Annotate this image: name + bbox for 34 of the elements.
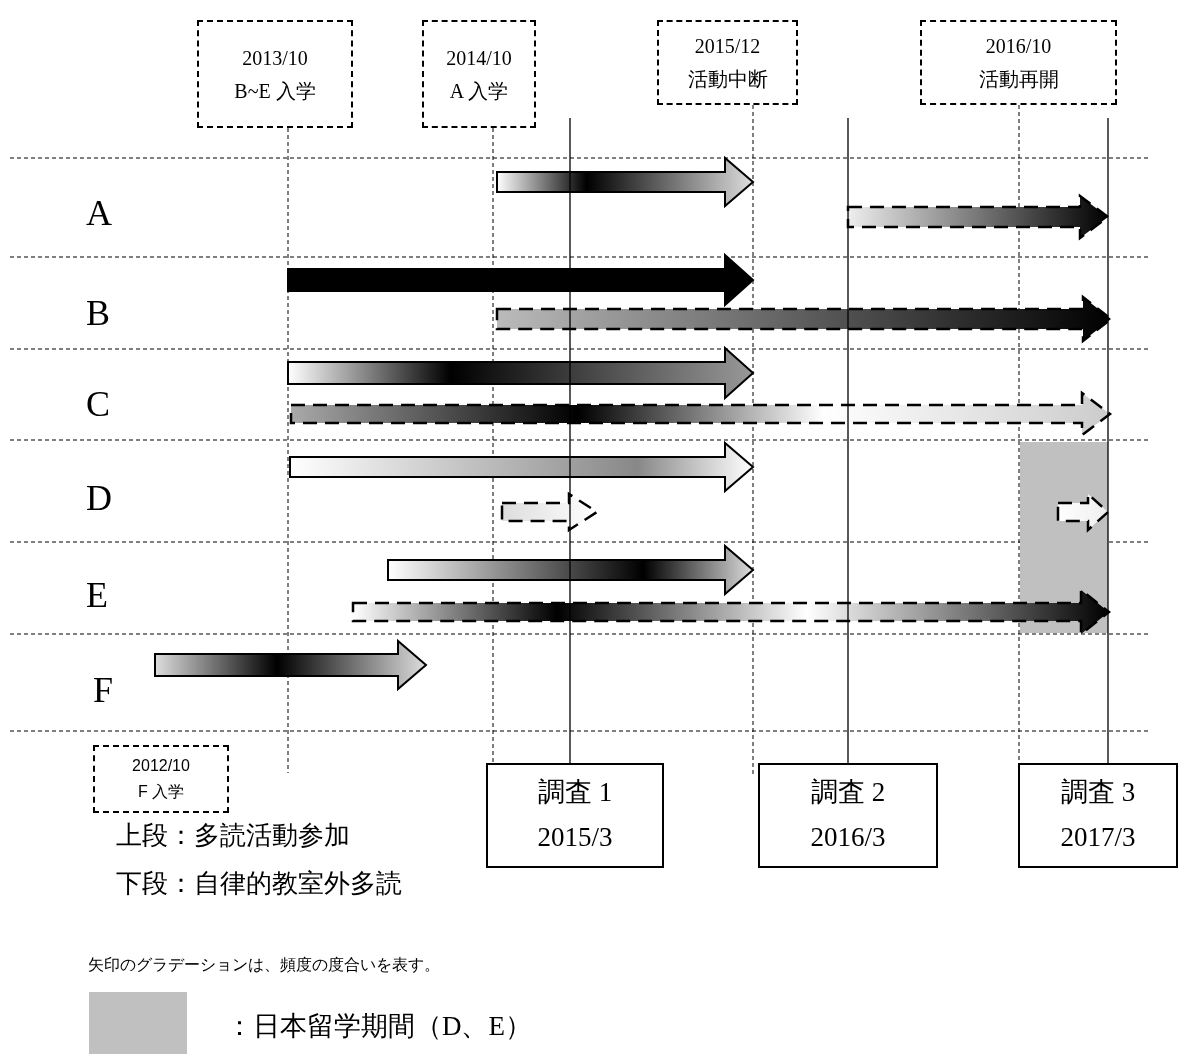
note-text: 上段：多読活動参加 (116, 820, 350, 852)
survey-title: 調査 3 (1060, 778, 1136, 809)
event-text: B~E 入学 (234, 79, 316, 102)
row-label: E (86, 574, 108, 616)
survey-date: 2017/3 (1060, 822, 1136, 853)
note-text: 下段：自律的教室外多読 (116, 868, 402, 900)
date-text: 2014/10 (446, 46, 512, 69)
row-label: D (86, 477, 112, 519)
legend-text: ：日本留学期間（D、E） (226, 1010, 532, 1043)
date-box (422, 20, 536, 128)
survey-date: 2015/3 (537, 822, 613, 853)
date-text: 2012/10 (132, 757, 190, 775)
event-text: F 入学 (137, 783, 185, 801)
date-box (920, 20, 1117, 105)
date-box (93, 745, 229, 813)
event-text: A 入学 (449, 79, 509, 102)
row-label: F (93, 669, 114, 711)
row-label: A (86, 192, 112, 234)
date-text: 2015/12 (694, 35, 761, 57)
survey-date: 2016/3 (810, 822, 886, 853)
date-box (197, 20, 353, 128)
row-label: B (86, 292, 110, 334)
survey-title: 調査 2 (810, 778, 886, 809)
date-box (657, 20, 798, 105)
row-label: C (86, 383, 110, 425)
date-text: 2016/10 (985, 35, 1052, 57)
survey-box (1018, 763, 1178, 868)
event-text: 活動中断 (687, 68, 768, 90)
date-text: 2013/10 (242, 46, 308, 69)
survey-box (758, 763, 938, 868)
event-text: 活動再開 (978, 68, 1059, 90)
survey-title: 調査 1 (537, 778, 613, 809)
note-text: 矢印のグラデーションは、頻度の度合いを表す。 (88, 955, 440, 975)
survey-box (486, 763, 664, 868)
